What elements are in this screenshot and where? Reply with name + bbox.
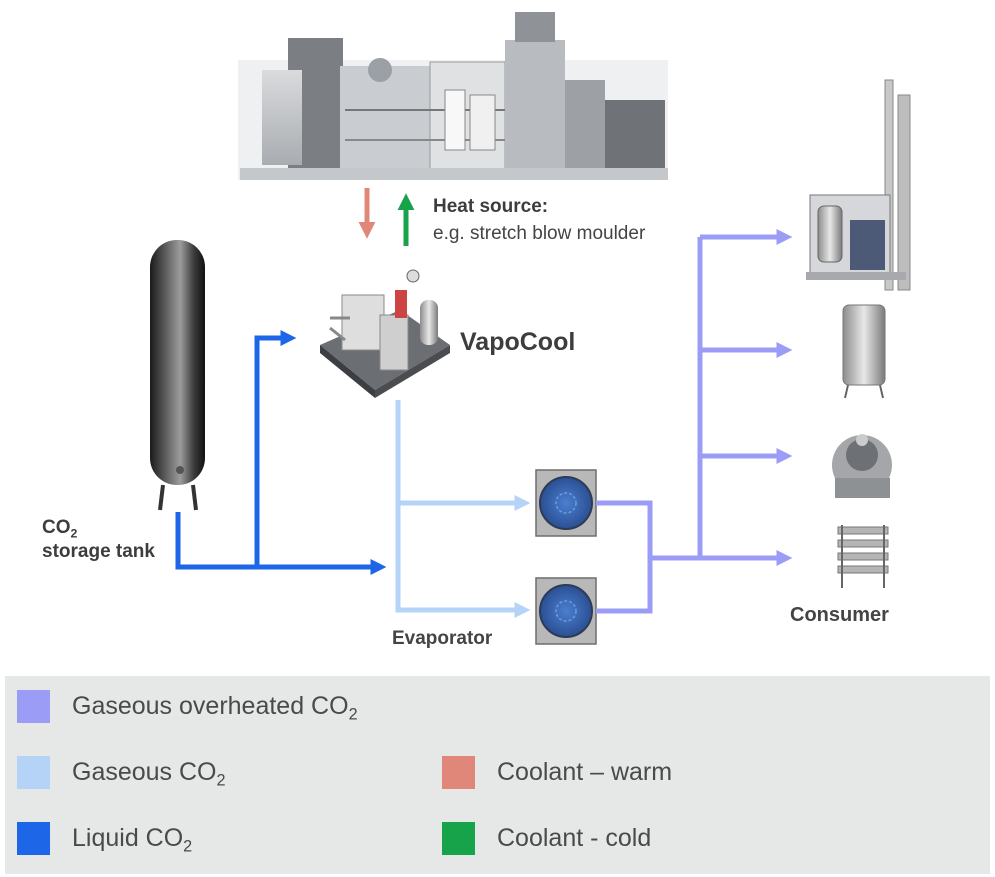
evaporator-label: Evaporator bbox=[392, 628, 493, 649]
evaporator-upper-image bbox=[535, 469, 597, 537]
vapocool-label: VapoCool bbox=[460, 328, 576, 356]
legend-item-coolant-warm: Coolant – warm bbox=[442, 756, 672, 789]
legend-label-gaseous: Gaseous CO2 bbox=[72, 758, 226, 790]
blow-moulder-machine-image bbox=[238, 12, 668, 180]
consumer-tank-image bbox=[842, 304, 886, 399]
gaseous-co2-line-trunk bbox=[395, 400, 531, 619]
storage-tank-label: storage tank bbox=[42, 541, 155, 562]
legend: Gaseous overheated CO2 Gaseous CO2 Liqui… bbox=[5, 676, 990, 874]
consumer-heat-exchanger-image bbox=[806, 79, 911, 291]
legend-swatch-gaseous bbox=[17, 756, 50, 789]
overheated-line-evap-lower bbox=[596, 558, 653, 614]
overheated-line-evap-upper bbox=[596, 500, 653, 558]
legend-item-coolant-cold: Coolant - cold bbox=[442, 822, 651, 855]
legend-item-liquid: Liquid CO2 bbox=[17, 822, 192, 855]
vapocool-unit-image bbox=[320, 269, 450, 398]
legend-label-coolant-warm: Coolant – warm bbox=[497, 758, 673, 786]
liquid-co2-line-main bbox=[175, 512, 387, 576]
legend-item-gaseous-overheated: Gaseous overheated CO2 bbox=[17, 690, 358, 723]
co2-storage-tank-image bbox=[150, 240, 205, 511]
legend-swatch-gaseous-overheated bbox=[17, 690, 50, 723]
legend-swatch-liquid bbox=[17, 822, 50, 855]
heat-source-subtitle: e.g. stretch blow moulder bbox=[433, 223, 646, 244]
consumer-filler-image bbox=[832, 434, 892, 498]
evaporator-lower-image bbox=[535, 577, 597, 645]
legend-swatch-coolant-cold bbox=[442, 822, 475, 855]
legend-item-gaseous: Gaseous CO2 bbox=[17, 756, 226, 789]
legend-label-coolant-cold: Coolant - cold bbox=[497, 824, 652, 852]
consumer-label: Consumer bbox=[790, 604, 889, 626]
co2-label-main: CO bbox=[42, 517, 71, 538]
legend-label-gaseous-overheated: Gaseous overheated CO2 bbox=[72, 692, 358, 724]
legend-swatch-coolant-warm bbox=[442, 756, 475, 789]
liquid-co2-line-to-vapocool bbox=[254, 329, 297, 567]
heat-source-title: Heat source: bbox=[433, 196, 549, 217]
co2-label-subscript: 2 bbox=[70, 526, 78, 541]
legend-label-liquid: Liquid CO2 bbox=[72, 824, 193, 856]
co2-storage-tank-label: CO2 storage tank bbox=[42, 516, 155, 564]
consumer-pasteurizer-image bbox=[837, 525, 889, 588]
